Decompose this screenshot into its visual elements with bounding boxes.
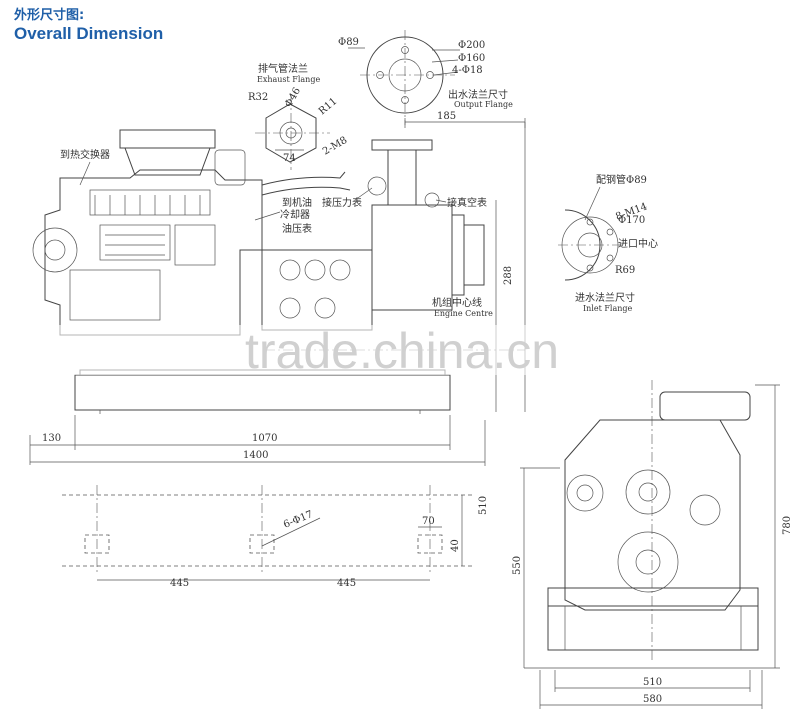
side-view xyxy=(32,129,525,414)
dim-r11: R11 xyxy=(317,96,340,117)
side-view-dimensions: 185 288 130 1070 1400 xyxy=(29,111,526,466)
output-flange-detail: Φ89 Φ200 Φ160 4-Φ18 出水法兰尺寸 Output Flange xyxy=(338,30,513,125)
label-inlet-flange-cn: 进水法兰尺寸 xyxy=(575,291,635,304)
front-base-frame xyxy=(547,605,759,651)
gauge-1 xyxy=(279,259,301,281)
output-flange-label-en: Output Flange xyxy=(454,100,513,109)
side-view-callouts: 到热交换器 到机油 冷却器 油压表 接压力表 接真空表 机组中心线 Engine… xyxy=(60,148,493,318)
dim-550: 550 xyxy=(512,556,523,575)
dim-40: 40 xyxy=(450,539,461,552)
front-crank-pulley xyxy=(617,531,679,593)
pulley-left xyxy=(32,227,78,273)
injection-pump xyxy=(99,224,171,261)
exhaust-flange-detail: 排气管法兰 Exhaust Flange R32 Φ46 R11 2-M8 74 xyxy=(248,62,349,170)
front-pulley xyxy=(625,469,671,515)
front-base-top xyxy=(547,587,759,607)
dim-1070: 1070 xyxy=(252,433,277,444)
oil-filler xyxy=(214,149,246,186)
dim-phi89: Φ89 xyxy=(338,37,359,48)
dim-288: 288 xyxy=(503,266,514,285)
dim-510-front: 510 xyxy=(643,677,662,688)
front-alternator xyxy=(566,474,604,512)
dim-phi170: Φ170 xyxy=(618,215,645,226)
label-inlet-flange-en: Inlet Flange xyxy=(583,304,633,313)
pump-flange xyxy=(451,214,465,296)
label-to-vacuum-gauge: 接真空表 xyxy=(447,196,487,209)
dim-r32: R32 xyxy=(248,92,268,103)
front-view-dimensions: 780 550 510 580 xyxy=(512,384,793,709)
dim-6-phi17: 6-Φ17 xyxy=(282,509,315,531)
crank-case xyxy=(69,269,161,321)
label-to-pressure-gauge: 接压力表 xyxy=(322,196,362,209)
pulley-hub xyxy=(44,239,66,261)
base-frame-side xyxy=(74,374,451,411)
exhaust-flange-label-en: Exhaust Flange xyxy=(257,75,320,84)
inlet-flange-detail: 配钢管Φ89 8-M14 Φ170 进口中心 R69 进水法兰尺寸 Inlet … xyxy=(558,173,658,313)
output-pipe xyxy=(387,149,417,206)
dim-phi200: Φ200 xyxy=(458,40,485,51)
dim-780: 780 xyxy=(782,516,793,535)
output-flange-label-cn: 出水法兰尺寸 xyxy=(448,88,508,101)
cylinder-head xyxy=(89,189,211,216)
fitting-vacuum xyxy=(424,192,440,208)
dim-74: 74 xyxy=(283,153,296,164)
exhaust-flange-shape xyxy=(265,103,317,163)
air-filter-box xyxy=(119,129,216,149)
dim-445-left: 445 xyxy=(170,578,189,589)
side-view-fins xyxy=(94,195,201,256)
filter-housing xyxy=(174,224,216,266)
fitting-pressure xyxy=(367,176,387,196)
dim-1400: 1400 xyxy=(243,450,268,461)
dim-130: 130 xyxy=(42,433,61,444)
dim-445-right: 445 xyxy=(337,578,356,589)
dim-r69: R69 xyxy=(615,265,635,276)
front-water-pump xyxy=(689,494,721,526)
label-inlet-centre: 进口中心 xyxy=(618,237,658,250)
label-oil-pressure-gauge: 油压表 xyxy=(282,222,312,235)
dim-510-side: 510 xyxy=(478,496,489,515)
base-plan: 510 70 40 6-Φ17 445 445 xyxy=(62,485,489,589)
gauge-panel xyxy=(261,249,373,331)
intake-housing xyxy=(124,147,211,176)
dim-phi160: Φ160 xyxy=(458,53,485,64)
title-english: Overall Dimension xyxy=(14,24,164,43)
label-engine-centre-en: Engine Centre xyxy=(434,309,493,318)
watermark: trade.china.cn xyxy=(245,323,559,379)
exhaust-pipe xyxy=(261,171,346,186)
dim-4-phi18: 4-Φ18 xyxy=(452,65,483,76)
dim-70: 70 xyxy=(422,516,435,527)
front-view xyxy=(547,380,759,660)
dim-phi46: Φ46 xyxy=(283,86,303,110)
label-to-oil-cooler-1: 到机油 xyxy=(282,196,312,209)
gauge-5 xyxy=(314,297,336,319)
engine-block-outline xyxy=(44,169,263,336)
label-to-heat-exchanger: 到热交换器 xyxy=(60,148,110,161)
dim-185: 185 xyxy=(437,111,456,122)
pump-body xyxy=(371,204,453,311)
inlet-flange-side xyxy=(463,224,485,286)
front-engine-outline xyxy=(564,419,741,611)
front-air-filter xyxy=(659,391,751,421)
dim-580: 580 xyxy=(643,694,662,705)
output-pipe-top xyxy=(371,139,433,151)
label-engine-centre-cn: 机组中心线 xyxy=(432,296,482,309)
header: 外形尺寸图: Overall Dimension xyxy=(14,4,163,44)
gauge-2 xyxy=(304,259,326,281)
dim-2-m8: 2-M8 xyxy=(321,135,349,158)
gauge-4 xyxy=(279,297,301,319)
label-steel-pipe: 配钢管Φ89 xyxy=(596,173,647,186)
gauge-3 xyxy=(329,259,351,281)
exhaust-flange-label-cn: 排气管法兰 xyxy=(258,62,308,75)
title-chinese: 外形尺寸图: xyxy=(14,8,85,23)
label-to-oil-cooler-2: 冷却器 xyxy=(280,208,310,221)
